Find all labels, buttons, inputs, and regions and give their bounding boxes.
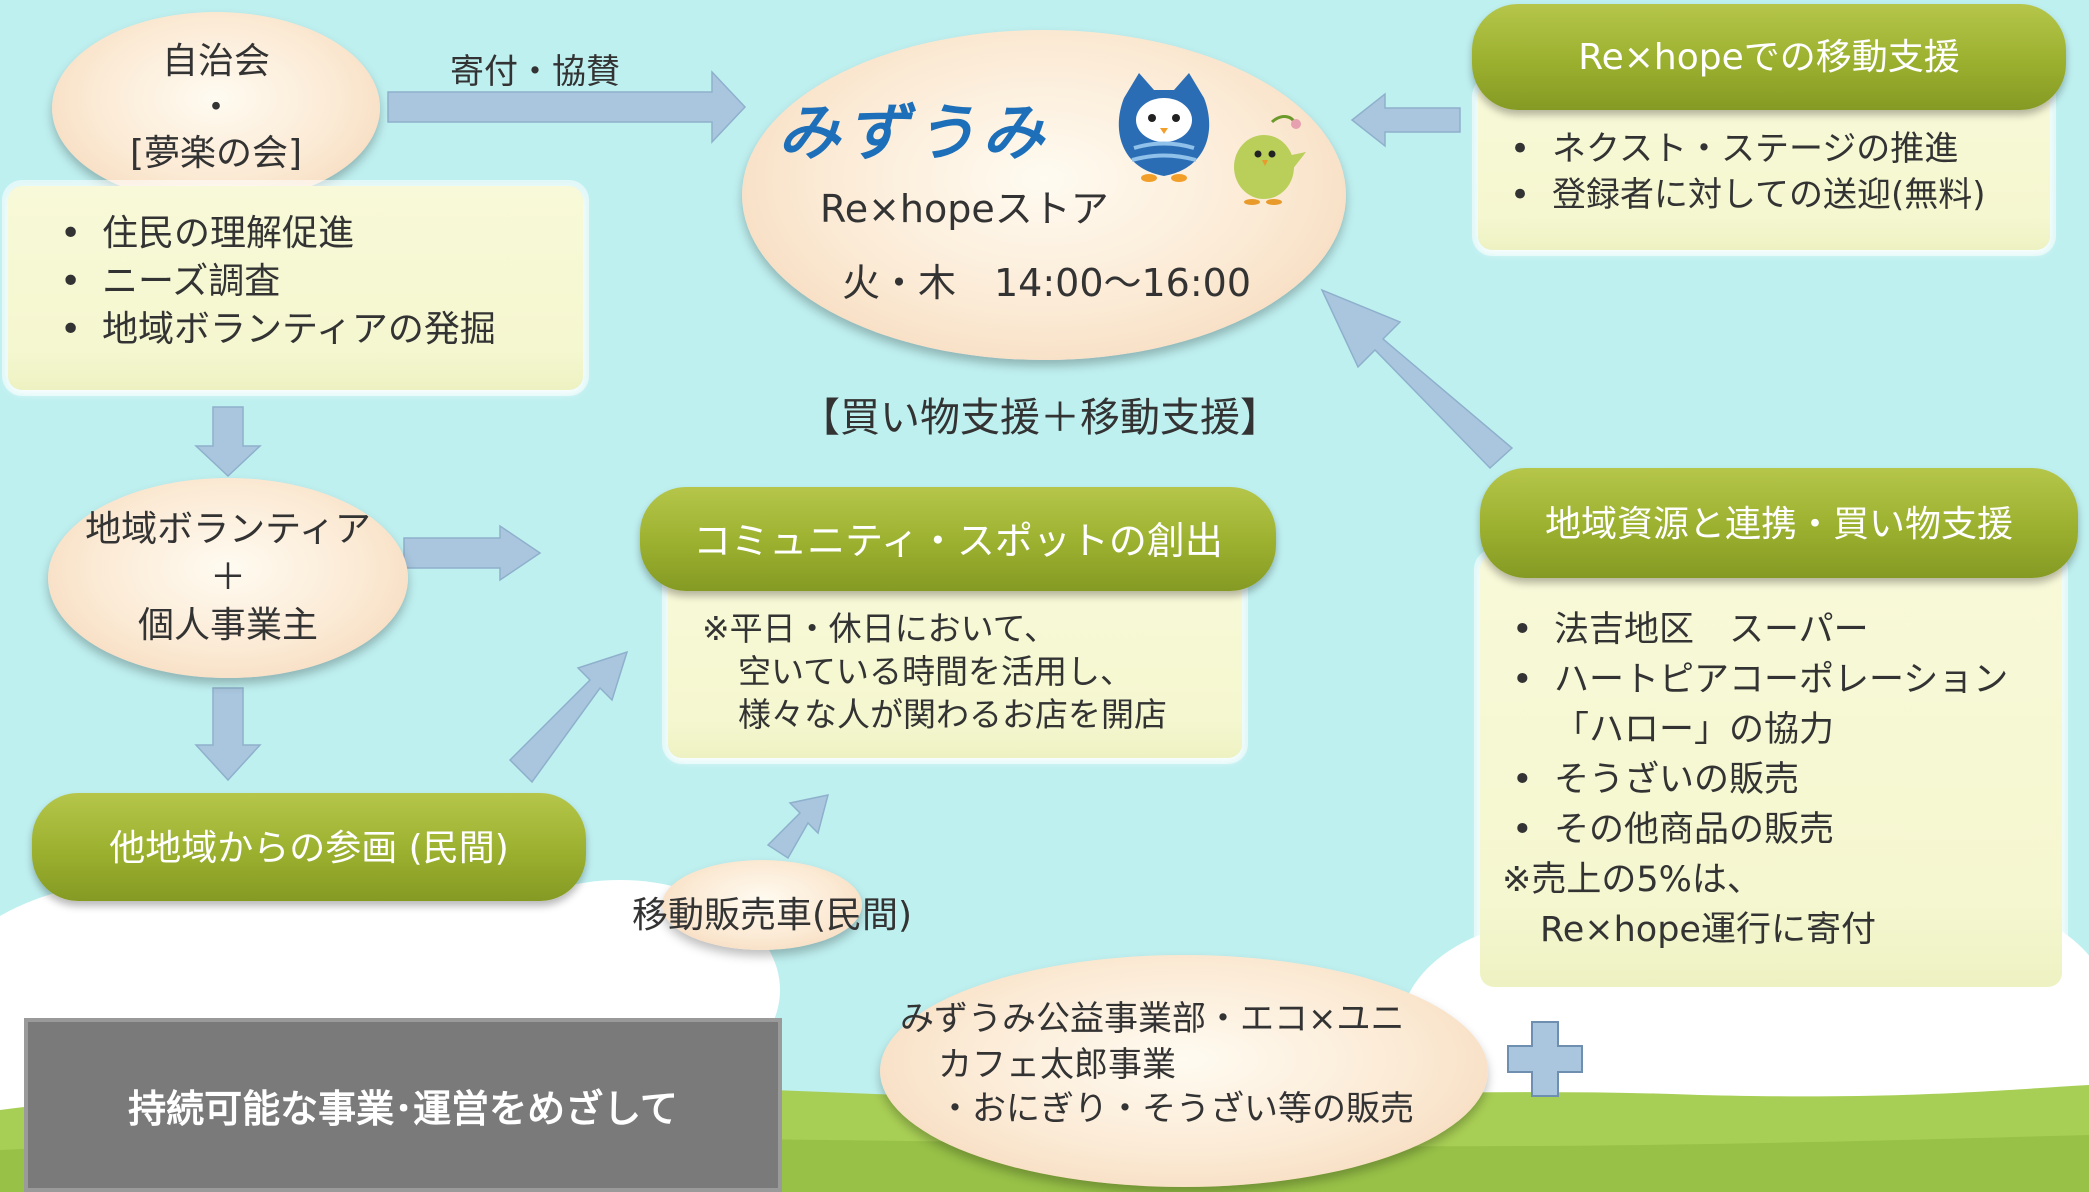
other-region-label: 他地域からの参画 (民間): [109, 828, 509, 869]
arrow-donation: [387, 70, 747, 144]
mobility-support-list: ネクスト・ステージの推進 登録者に対しての送迎(無料): [1500, 126, 2040, 218]
list-item: その他商品の販売: [1502, 805, 2056, 855]
oval-line: 個人事業主: [137, 605, 318, 646]
community-spot-box: ※平日・休日において、 空いている時間を活用し、 様々な人が関わるお店を開店: [668, 565, 1242, 758]
eco-uni-oval: みずうみ公益事業部・エコ×ユニ カフェ太郎事業 ・おにぎり・そうざい等の販売: [880, 955, 1488, 1187]
sustainable-box: 持続可能な事業･運営をめざして: [24, 1018, 782, 1192]
store-hours: 火・木 14:00～16:00: [842, 261, 1252, 305]
mobility-support-title: Re×hopeでの移動支援: [1472, 4, 2066, 110]
list-item: ハートピアコーポレーション 「ハロー」の協力: [1502, 655, 2056, 755]
residents-activities-box: 住民の理解促進 ニーズ調査 地域ボランティアの発掘: [8, 186, 583, 390]
local-resources-box: 法吉地区 スーパー ハートピアコーポレーション 「ハロー」の協力 そうざいの販売…: [1480, 555, 2062, 987]
eco-uni-line3: ・おにぎり・そうざい等の販売: [938, 1089, 1414, 1129]
volunteer-oval: 地域ボランティア ＋ 個人事業主: [48, 478, 408, 678]
community-spot-title: コミュニティ・スポットの創出: [640, 487, 1276, 591]
eco-uni-line2: カフェ太郎事業: [938, 1045, 1176, 1085]
owl-mascot-icon: [1118, 73, 1210, 182]
arrow-other-region-to-community: [508, 650, 629, 784]
oval-line: 地域ボランティア: [85, 509, 371, 550]
arrow-mobility-to-store: [1350, 92, 1461, 148]
other-region-band: 他地域からの参画 (民間): [32, 793, 586, 901]
sales-note-line2: Re×hope運行に寄付: [1540, 910, 1876, 950]
list-item: そうざいの販売: [1502, 755, 2056, 805]
oval-line: ＋: [209, 557, 246, 598]
local-resources-list: 法吉地区 スーパー ハートピアコーポレーション 「ハロー」の協力 そうざいの販売…: [1502, 605, 2056, 855]
arrow-volunteer-to-community: [403, 524, 542, 582]
mobile-sales-label: 移動販売車(民間): [632, 895, 913, 936]
local-resources-title-text: 地域資源と連携・買い物支援: [1544, 504, 2013, 545]
bird-mascot-icon: [1234, 115, 1306, 205]
list-item-text: ハートピアコーポレーション: [1554, 660, 2009, 700]
support-caption: 【買い物支援＋移動支援】: [800, 395, 1280, 441]
sustainable-label: 持続可能な事業･運営をめざして: [128, 1086, 678, 1131]
arrow-mobile-sales: [766, 794, 830, 860]
residents-association-oval: 自治会 ・ [夢楽の会]: [52, 12, 380, 204]
mobile-sales-oval: [662, 860, 862, 950]
oval-line: ・: [197, 87, 234, 128]
oval-line: 自治会: [161, 41, 270, 82]
list-item: 地域ボランティアの発掘: [50, 306, 573, 354]
donation-label: 寄付・協賛: [450, 52, 620, 92]
store-oval: みずうみ Re×hopeストア 火・木 14:00～16:00: [742, 30, 1346, 360]
arrow-down-1: [194, 406, 262, 478]
plus-icon: [1507, 1021, 1583, 1097]
sales-note-line1: ※売上の5%は、: [1502, 860, 1762, 900]
list-item: ネクスト・ステージの推進: [1500, 126, 2040, 172]
list-item: 法吉地区 スーパー: [1502, 605, 2056, 655]
list-item: 登録者に対しての送迎(無料): [1500, 172, 2040, 218]
oval-line: [夢楽の会]: [129, 133, 303, 174]
community-spot-title-text: コミュニティ・スポットの創出: [693, 518, 1223, 563]
arrow-resources-to-store: [1320, 288, 1514, 470]
list-item: ニーズ調査: [50, 258, 573, 306]
residents-activities-list: 住民の理解促進 ニーズ調査 地域ボランティアの発掘: [50, 210, 573, 354]
mobility-support-title-text: Re×hopeでの移動支援: [1578, 37, 1960, 78]
mobility-support-box: ネクスト・ステージの推進 登録者に対しての送迎(無料): [1478, 82, 2050, 250]
local-resources-title: 地域資源と連携・買い物支援: [1480, 468, 2078, 578]
community-spot-line: ※平日・休日において、: [702, 609, 1058, 648]
list-item: 住民の理解促進: [50, 210, 573, 258]
arrow-down-2: [194, 687, 262, 782]
brand-logo-text: みずうみ: [778, 96, 1051, 169]
community-spot-line: 空いている時間を活用し、: [738, 652, 1134, 691]
community-spot-line: 様々な人が関わるお店を開店: [738, 695, 1167, 734]
list-item-text-cont: 「ハロー」の協力: [1554, 710, 1835, 750]
eco-uni-line1: みずうみ公益事業部・エコ×ユニ: [900, 999, 1405, 1039]
store-name: Re×hopeストア: [820, 187, 1109, 231]
